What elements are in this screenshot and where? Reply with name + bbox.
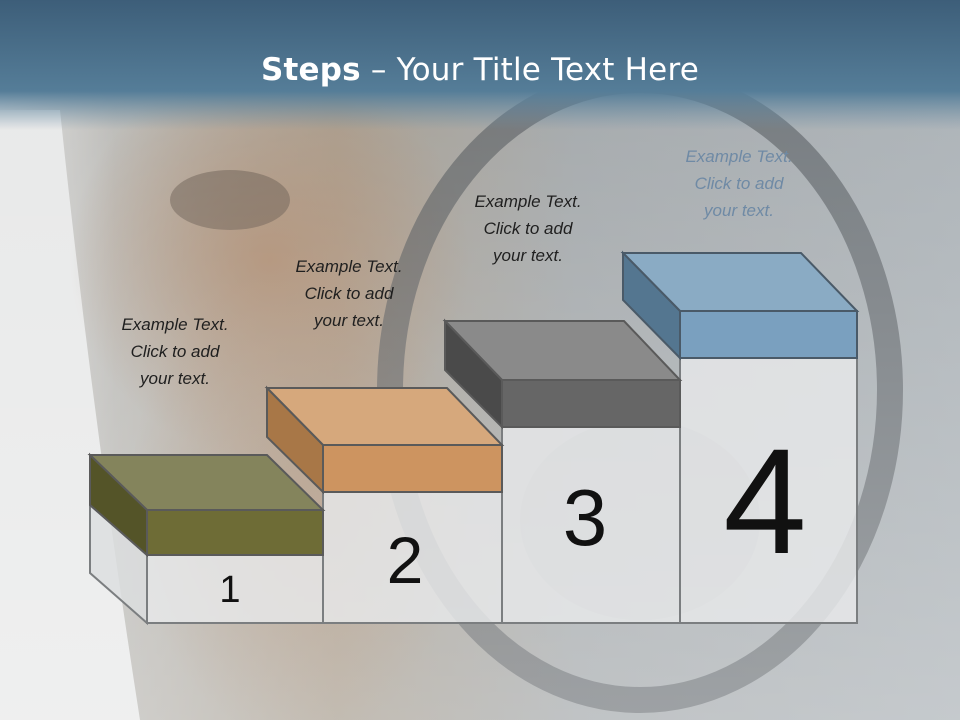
step-1-block[interactable]	[87, 452, 326, 558]
step-3-block[interactable]	[442, 318, 683, 430]
step-3-text-line: Click to add	[483, 219, 573, 238]
title-bold: Steps	[260, 52, 361, 88]
step-2-text-line: your text.	[314, 311, 384, 330]
step-1-text-line: Click to add	[130, 342, 220, 361]
step-2-text-line: Example Text.	[295, 257, 403, 276]
step-1-number: 1	[219, 569, 241, 611]
step-2-number: 2	[386, 523, 424, 597]
step-3-text[interactable]: Example Text. Click to add your text.	[448, 188, 608, 269]
step-1-text-line: your text.	[140, 369, 210, 388]
title-rest: – Your Title Text Here	[360, 52, 699, 88]
step-4-text[interactable]: Example Text. Click to add your text.	[659, 143, 819, 224]
step-1-text-line: Example Text.	[121, 315, 229, 334]
step-4-block[interactable]	[620, 250, 860, 361]
step-1-text[interactable]: Example Text. Click to add your text.	[95, 311, 255, 392]
step-3-text-line: Example Text.	[474, 192, 582, 211]
step-4-text-line: Example Text.	[685, 147, 793, 166]
step-3-text-line: your text.	[493, 246, 563, 265]
step-4-text-line: your text.	[704, 201, 774, 220]
step-2-text-line: Click to add	[304, 284, 394, 303]
step-2-block[interactable]	[264, 385, 505, 495]
step-4-number: 4	[723, 417, 807, 585]
slide-title[interactable]: Steps – Your Title Text Here	[0, 52, 960, 88]
step-4-text-line: Click to add	[694, 174, 784, 193]
step-3-number: 3	[562, 473, 608, 562]
step-2-text[interactable]: Example Text. Click to add your text.	[269, 253, 429, 334]
